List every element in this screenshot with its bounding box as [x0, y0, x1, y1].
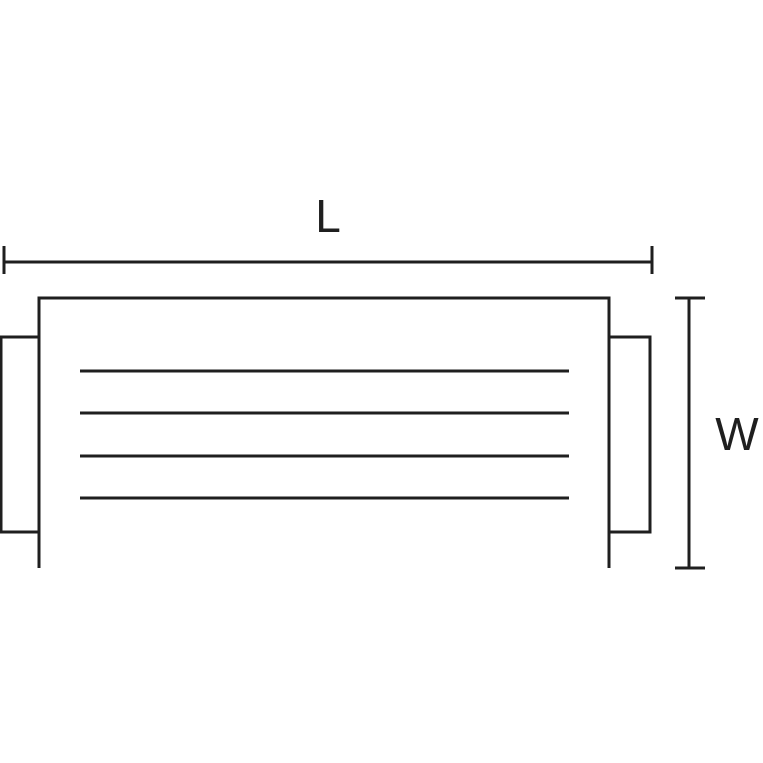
length-label: L	[315, 190, 341, 242]
length-dimension: L	[2, 190, 654, 274]
right-end-tab	[609, 335, 652, 534]
interior-lines	[80, 369, 569, 500]
width-dimension: W	[675, 296, 759, 570]
width-label: W	[715, 408, 759, 460]
left-end-tab	[0, 335, 39, 534]
main-body-outline	[37, 296, 611, 568]
